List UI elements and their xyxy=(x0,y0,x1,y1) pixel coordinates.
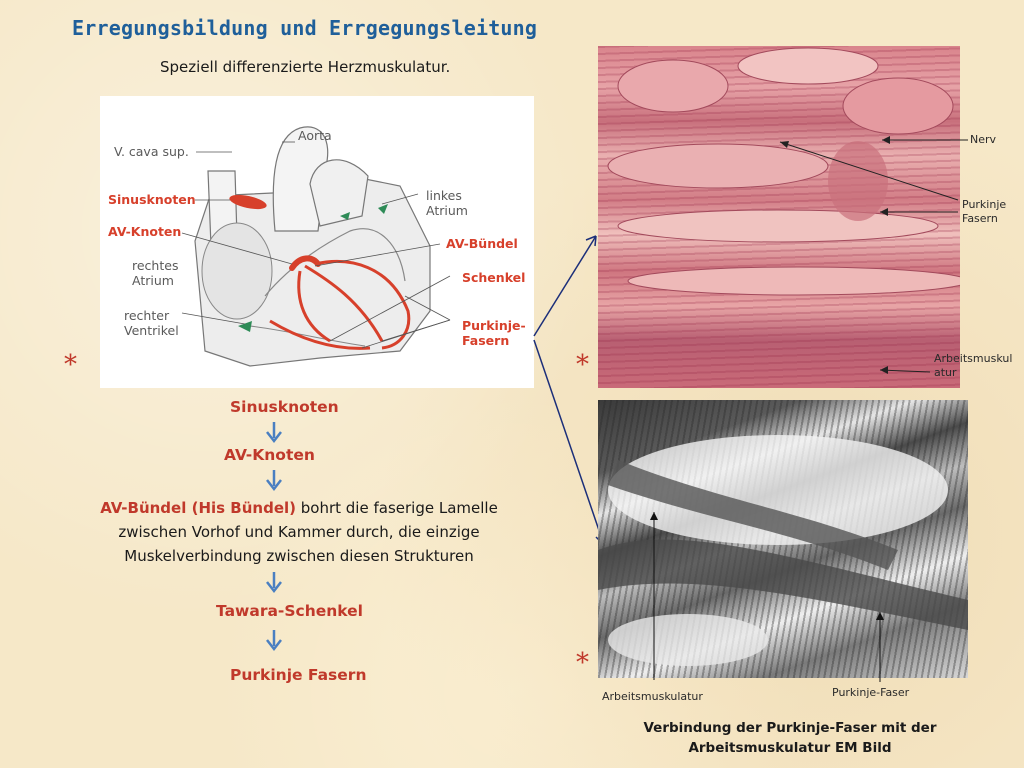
label-purkinje-faser-em: Purkinje-Faser xyxy=(832,686,910,699)
label-arbeitsmuskulatur-micro: Arbeitsmuskul atur xyxy=(934,352,1013,379)
label-schenkel: Schenkel xyxy=(462,270,526,285)
slide-title: Erregungsbildung und Errgegungsleitung xyxy=(72,16,538,40)
chain-step-tawara-schenkel: Tawara-Schenkel xyxy=(216,602,364,620)
label-linkes-atrium: linkes Atrium xyxy=(426,188,468,218)
histology-micrograph xyxy=(598,46,960,388)
heart-illustration xyxy=(181,126,451,367)
chain-step-purkinje-fasern: Purkinje Fasern xyxy=(230,666,367,684)
slide-subtitle: Speziell differenzierte Herzmuskulatur. xyxy=(160,58,451,76)
em-caption: Verbindung der Purkinje-Faser mit der Ar… xyxy=(643,720,937,756)
label-aorta: Aorta xyxy=(298,128,332,143)
av-buendel-description: bohrt die faserige Lamelle zwischen Vorh… xyxy=(118,499,498,565)
label-rechter-ventrikel: rechter Ventrikel xyxy=(124,308,179,338)
label-vena-cava: V. cava sup. xyxy=(114,144,189,159)
label-av-buendel: AV-Bündel xyxy=(446,236,518,251)
label-purkinje-fasern: Purkinje- Fasern xyxy=(462,318,526,348)
asterisk-marker-micro1: * xyxy=(576,350,589,380)
em-micrograph xyxy=(598,400,968,678)
label-sinusknoten: Sinusknoten xyxy=(108,192,196,207)
asterisk-marker-heart: * xyxy=(64,350,77,380)
down-arrow-icon xyxy=(266,572,282,594)
heart-diagram: V. cava sup. Aorta Sinusknoten AV-Knoten… xyxy=(100,96,534,388)
em-texture xyxy=(598,435,968,666)
down-arrow-icon xyxy=(266,422,282,444)
label-purkinje-fasern-micro: Purkinje Fasern xyxy=(962,198,1007,225)
label-nerv: Nerv xyxy=(970,133,997,146)
av-buendel-term: AV-Bündel (His Bündel) xyxy=(100,499,296,517)
down-arrow-icon xyxy=(266,470,282,492)
chain-step-av-buendel: AV-Bündel (His Bündel) bohrt die faserig… xyxy=(84,496,514,568)
histology-texture xyxy=(607,47,960,296)
label-arbeitsmuskulatur-em: Arbeitsmuskulatur xyxy=(602,690,703,703)
down-arrow-icon xyxy=(266,630,282,652)
asterisk-marker-micro2: * xyxy=(576,648,589,678)
label-av-knoten: AV-Knoten xyxy=(108,224,182,239)
chain-step-av-knoten: AV-Knoten xyxy=(224,446,315,464)
label-rechtes-atrium: rechtes Atrium xyxy=(132,258,179,288)
chain-step-sinusknoten: Sinusknoten xyxy=(230,398,339,416)
